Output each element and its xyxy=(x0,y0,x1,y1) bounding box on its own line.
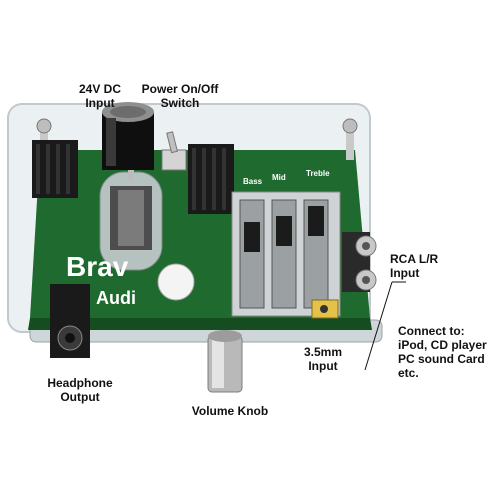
callout-line-connect-diagonal xyxy=(364,281,393,371)
tone-controls xyxy=(231,191,341,317)
pcb-edge xyxy=(28,318,372,330)
label-power-switch: Power On/Off Switch xyxy=(141,82,219,110)
label-24v-dc-input: 24V DC Input xyxy=(78,82,122,110)
tone-label-mid: Mid xyxy=(272,173,286,182)
label-connect-to: Connect to: iPod, CD player PC sound Car… xyxy=(398,324,487,380)
heatsink-left xyxy=(32,140,78,198)
volume-knob[interactable] xyxy=(207,330,243,393)
screw-top-left xyxy=(36,118,52,134)
headphone-jack[interactable] xyxy=(50,284,90,358)
label-headphone-output: Headphone Output xyxy=(47,376,113,404)
rca-jacks[interactable] xyxy=(342,232,377,292)
power-switch[interactable] xyxy=(161,131,187,171)
label-volume-knob: Volume Knob xyxy=(191,404,269,418)
tone-label-bass: Bass xyxy=(243,177,263,186)
board-knob xyxy=(157,263,195,301)
label-3-5mm-input: 3.5mm Input xyxy=(303,345,343,373)
heatsink-right xyxy=(188,144,234,214)
tone-labels: Bass Mid Treble xyxy=(243,169,330,186)
logo-text-2: Audi xyxy=(96,288,136,308)
board-logo: Brav Audi xyxy=(66,251,136,308)
logo-text-1: Brav xyxy=(66,251,129,282)
mini-jack[interactable] xyxy=(311,299,339,319)
tone-label-treble: Treble xyxy=(306,169,330,178)
screw-top-right xyxy=(342,118,358,134)
label-rca-input: RCA L/R Input xyxy=(390,252,439,280)
standoff-right xyxy=(346,120,354,160)
vacuum-tube xyxy=(99,170,163,271)
capacitor-large xyxy=(102,102,154,170)
